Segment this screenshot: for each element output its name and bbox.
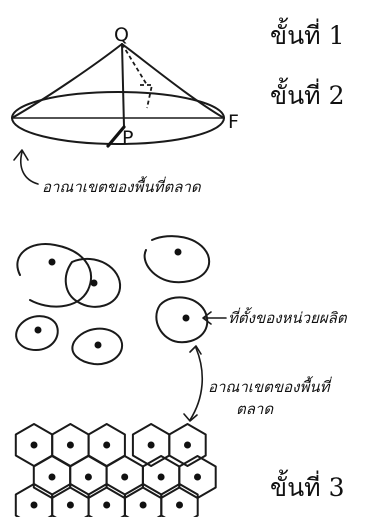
hexagon-market-area xyxy=(160,483,199,517)
cone-dashed-height xyxy=(140,84,154,109)
step-3-label: ขั้นที่ 3 xyxy=(270,469,345,502)
production-site-dot xyxy=(147,441,155,449)
hexagon-market-area xyxy=(123,483,163,517)
cone-radius-thick xyxy=(106,125,126,148)
production-site-dot xyxy=(182,314,190,322)
hexagon-market-area xyxy=(87,483,126,517)
market-area-caption-2-line2: ตลาด xyxy=(236,400,274,418)
step-2-label: ขั้นที่ 2 xyxy=(270,77,345,110)
production-site-dot xyxy=(48,473,56,481)
scattered-market-circles xyxy=(15,235,211,366)
market-area-double-arrow xyxy=(189,347,204,421)
production-site-dot xyxy=(174,248,182,256)
production-site-dot xyxy=(90,279,98,287)
double-arrow-head-top xyxy=(189,345,202,355)
market-circle xyxy=(155,296,209,344)
production-site-dot xyxy=(103,501,111,509)
market-circle xyxy=(15,315,59,351)
market-area-caption: อาณาเขตของพื้นที่ตลาด xyxy=(42,176,202,196)
production-site-dot xyxy=(48,258,56,266)
cone-axis xyxy=(121,43,125,128)
production-site-dot xyxy=(84,473,92,481)
production-site-dot xyxy=(94,341,102,349)
production-site-dot xyxy=(176,501,183,509)
production-site-dot xyxy=(34,326,42,334)
apex-label-q: Q xyxy=(114,24,129,46)
market-circle xyxy=(16,243,92,308)
hexagon-market-area xyxy=(14,483,54,517)
production-site-dot xyxy=(66,441,74,449)
market-area-pointer-arrow xyxy=(20,151,39,185)
production-site-dot xyxy=(30,501,38,509)
hexagon-market-area xyxy=(168,423,207,467)
production-site-dot xyxy=(103,441,111,449)
production-site-dot xyxy=(184,441,191,449)
production-site-dot xyxy=(121,473,129,481)
production-site-dot xyxy=(139,501,147,509)
market-circle xyxy=(143,235,211,284)
hexagon-market-grid xyxy=(14,423,217,517)
center-label-p: P xyxy=(122,127,133,149)
production-site-dot xyxy=(30,441,38,449)
cone-right-side xyxy=(121,43,225,119)
production-site-caption: ที่ตั้งของหน่วยผลิต xyxy=(228,307,348,327)
production-site-dot xyxy=(194,473,201,481)
market-area-pointer-arrowhead xyxy=(13,149,29,161)
production-site-arrowhead xyxy=(202,311,212,325)
market-circle xyxy=(64,257,122,308)
market-area-caption-2-line1: อาณาเขตของพื้นที่ xyxy=(208,376,333,396)
market-circle xyxy=(71,327,123,366)
production-site-dot xyxy=(66,501,74,509)
step-1-label: ขั้นที่ 1 xyxy=(270,17,345,50)
cone-left-side xyxy=(11,43,123,119)
production-site-dot xyxy=(157,473,165,481)
hexagon-market-area xyxy=(51,483,90,517)
cone-dashed-slant xyxy=(121,43,148,86)
edge-label-f: F xyxy=(228,111,239,133)
demand-cone-figure xyxy=(11,43,225,185)
double-arrow-head-bottom xyxy=(183,413,198,422)
